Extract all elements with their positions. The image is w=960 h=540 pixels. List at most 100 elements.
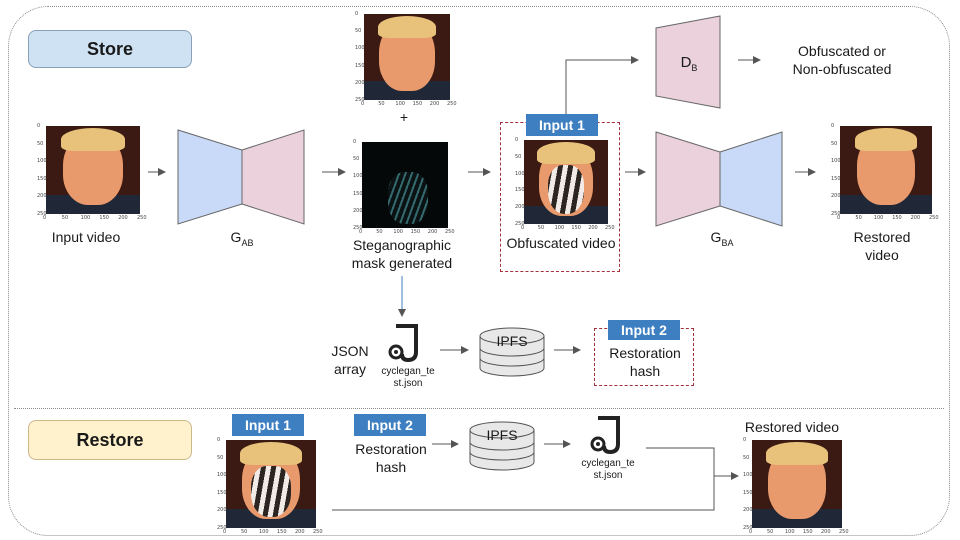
x-tick-label: 150 (412, 101, 423, 107)
y-tick-label: 100 (831, 158, 841, 165)
x-tick-label: 200 (821, 529, 831, 535)
json-array-label: JSON array (331, 343, 369, 377)
store-section-label: Store (28, 30, 192, 68)
x-tick-label: 150 (892, 215, 902, 221)
ipfs-label-restore: IPFS (486, 427, 518, 443)
y-tick-label: 150 (217, 489, 227, 496)
restoration-hash-store: Restoration hash (609, 345, 681, 379)
json-file-icon-restore (590, 416, 620, 455)
mask-label: Steganographic mask generated (351, 237, 453, 271)
discriminator-shape (655, 15, 721, 109)
input2-tag-store: Input 2 (608, 320, 680, 340)
store-label-text: Store (86, 38, 133, 59)
x-tick-label: 100 (873, 215, 884, 221)
y-tick-label: 100 (515, 170, 525, 177)
x-tick-label: 250 (929, 215, 939, 221)
x-tick-label: 250 (839, 529, 849, 535)
section-divider (14, 408, 944, 409)
x-tick-label: 150 (803, 529, 813, 535)
gba-label: GBA (710, 229, 734, 248)
x-tick-label: 100 (259, 529, 269, 535)
y-tick-label: 150 (515, 187, 525, 194)
y-tick-label: 150 (353, 190, 363, 197)
y-tick-label: 200 (355, 79, 365, 86)
restore-obfuscated-face-image (226, 440, 316, 528)
database-icon (479, 327, 545, 377)
y-tick-label: 50 (37, 140, 44, 147)
y-tick-label: 100 (743, 472, 753, 479)
x-tick-label: 50 (767, 529, 774, 535)
original-face-image (364, 14, 450, 100)
y-tick-label: 100 (353, 173, 363, 180)
y-tick-label: 200 (831, 193, 841, 200)
restored-video-label: Restored video (853, 229, 911, 263)
x-tick-label: 200 (295, 529, 305, 535)
y-tick-label: 0 (217, 437, 221, 443)
y-tick-label: 150 (355, 62, 365, 69)
x-tick-label: 150 (99, 215, 109, 221)
y-tick-label: 200 (743, 507, 753, 514)
x-tick-label: 50 (376, 229, 383, 235)
obfuscated-face-image (524, 140, 608, 224)
x-tick-label: 200 (588, 225, 598, 231)
y-tick-label: 50 (515, 153, 522, 160)
x-tick-label: 50 (241, 529, 248, 535)
x-tick-label: 0 (359, 229, 363, 235)
restore-restored-face-image (752, 440, 842, 528)
y-tick-label: 150 (831, 175, 841, 182)
gab-generator-shape (177, 129, 305, 225)
x-tick-label: 200 (910, 215, 921, 221)
y-tick-label: 50 (831, 140, 838, 147)
x-tick-label: 150 (571, 225, 581, 231)
x-tick-label: 100 (554, 225, 565, 231)
y-tick-label: 0 (743, 437, 747, 443)
y-tick-label: 250 (515, 221, 525, 227)
y-tick-label: 250 (743, 525, 753, 531)
y-tick-label: 50 (353, 156, 360, 163)
discriminator-output-label: Obfuscated or Non-obfuscated (792, 43, 892, 77)
x-tick-label: 150 (410, 229, 421, 235)
x-tick-label: 0 (521, 225, 525, 231)
x-tick-label: 200 (427, 229, 438, 235)
y-tick-label: 250 (353, 225, 363, 231)
gab-label: GAB (230, 229, 254, 248)
y-tick-label: 0 (355, 11, 359, 17)
y-tick-label: 0 (515, 137, 519, 143)
x-tick-label: 50 (855, 215, 862, 221)
y-tick-label: 0 (831, 123, 835, 129)
obfuscated-label: Obfuscated video (506, 235, 616, 251)
x-tick-label: 250 (445, 229, 455, 235)
y-tick-label: 250 (217, 525, 227, 531)
x-tick-label: 100 (785, 529, 795, 535)
restored-video-label-restore: Restored video (744, 419, 840, 435)
y-tick-label: 250 (355, 97, 365, 103)
y-tick-label: 100 (217, 472, 227, 479)
x-tick-label: 0 (361, 101, 365, 107)
input1-tag-store: Input 1 (526, 114, 598, 136)
y-tick-label: 50 (355, 28, 362, 35)
x-tick-label: 50 (61, 215, 69, 221)
y-tick-label: 50 (217, 454, 224, 461)
x-tick-label: 100 (393, 229, 403, 235)
restore-section-label: Restore (28, 420, 192, 460)
x-tick-label: 250 (447, 101, 457, 107)
y-tick-label: 200 (353, 207, 363, 214)
x-tick-label: 200 (429, 101, 440, 107)
restore-label-text: Restore (76, 429, 144, 450)
x-tick-label: 0 (223, 529, 227, 535)
input1-tag-restore: Input 1 (232, 414, 304, 436)
x-tick-label: 250 (137, 215, 147, 221)
y-tick-label: 50 (743, 454, 750, 461)
y-tick-label: 250 (831, 211, 841, 217)
input-video-label: Input video (51, 229, 121, 245)
x-tick-label: 50 (537, 225, 545, 231)
x-tick-label: 150 (277, 529, 287, 535)
json-file-name-restore: cyclegan_te st.json (581, 458, 635, 481)
input-face-image (46, 126, 140, 214)
